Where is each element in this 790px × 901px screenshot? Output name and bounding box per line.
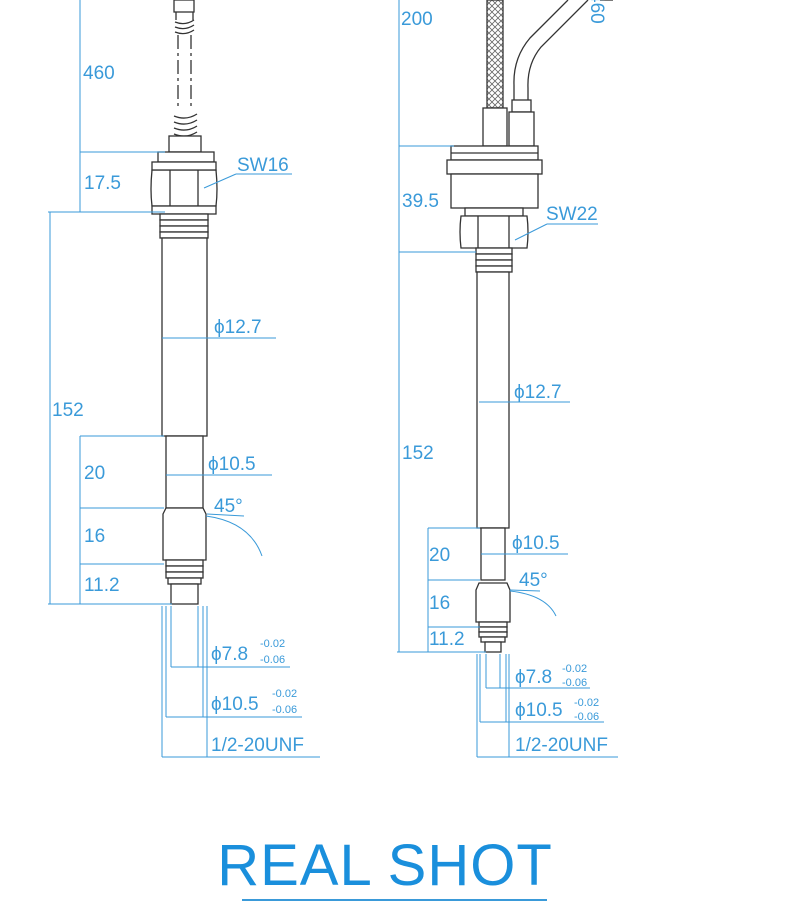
left-tip-diameter-tol-lower: -0.06 — [260, 654, 285, 666]
left-body — [161, 237, 208, 437]
left-hex-size-label: SW16 — [237, 155, 289, 176]
right-neck-length-label: 20 — [429, 545, 450, 566]
left-neck — [165, 435, 204, 509]
right-hex-size-label: SW22 — [546, 204, 598, 225]
left-cable — [168, 0, 202, 153]
right-thread-diameter-label: ϕ10.5 — [515, 700, 563, 721]
left-neck-length-label: 20 — [84, 463, 105, 484]
left-tip-length-label: 16 — [84, 526, 105, 547]
left-tip-diameter-label: ϕ7.8 — [211, 644, 248, 665]
right-sensor-drawing: 200 460 39.5 SW22 152 ϕ12.7 20 ϕ10.5 16 … — [397, 0, 618, 758]
right-chamfer-angle-label: 45° — [519, 570, 548, 591]
right-braided-cable — [482, 0, 508, 147]
right-dimension-lines — [397, 0, 618, 758]
right-end-length-label: 11.2 — [429, 629, 465, 650]
left-tip-diameter-tol-upper: -0.02 — [260, 638, 285, 650]
right-tip-diameter-label: ϕ7.8 — [515, 667, 552, 688]
right-tip — [475, 582, 511, 653]
left-dimension-lines — [48, 0, 320, 758]
right-tip-diameter-tol-upper: -0.02 — [562, 663, 587, 675]
right-body-diameter-label: ϕ12.7 — [514, 382, 562, 403]
left-cable-length-label: 460 — [83, 63, 115, 84]
right-neck-diameter-label: ϕ10.5 — [512, 533, 560, 554]
left-thread-diameter-label: ϕ10.5 — [211, 694, 259, 715]
left-body-length-label: 152 — [52, 400, 84, 421]
left-body-diameter-label: ϕ12.7 — [214, 317, 262, 338]
right-tip-length-label: 16 — [429, 593, 450, 614]
left-end-length-label: 11.2 — [84, 575, 120, 596]
right-thread-rings — [475, 247, 513, 273]
left-thread-rings — [159, 213, 209, 239]
right-body — [476, 271, 510, 529]
left-neck-diameter-label: ϕ10.5 — [208, 454, 256, 475]
left-base-height-label: 17.5 — [84, 173, 121, 194]
left-chamfer-angle-label: 45° — [214, 496, 243, 517]
right-thread-diameter-tol-lower: -0.06 — [574, 711, 599, 723]
left-thread-spec-label: 1/2-20UNF — [211, 735, 304, 756]
left-base-flange — [157, 151, 215, 163]
right-cable-length-top-label: 200 — [401, 9, 433, 30]
right-thread-spec-label: 1/2-20UNF — [515, 735, 608, 756]
right-cable-length-side-label: 460 — [586, 0, 607, 24]
right-body-length-label: 152 — [402, 443, 434, 464]
left-sensor-drawing: 460 17.5 SW16 152 ϕ12.7 20 ϕ10.5 16 45° … — [48, 0, 320, 758]
left-thread-diameter-tol-lower: -0.06 — [272, 704, 297, 716]
right-hex-nut — [459, 207, 529, 249]
left-tip — [162, 507, 207, 605]
right-tip-diameter-tol-lower: -0.06 — [562, 677, 587, 689]
left-hex-nut — [150, 161, 218, 215]
right-side-lead — [508, 0, 613, 147]
right-base-height-label: 39.5 — [402, 191, 439, 212]
right-thread-diameter-tol-upper: -0.02 — [574, 697, 599, 709]
left-thread-diameter-tol-upper: -0.02 — [272, 688, 297, 700]
real-shot-heading: REAL SHOT — [217, 833, 553, 898]
right-base — [446, 145, 543, 209]
